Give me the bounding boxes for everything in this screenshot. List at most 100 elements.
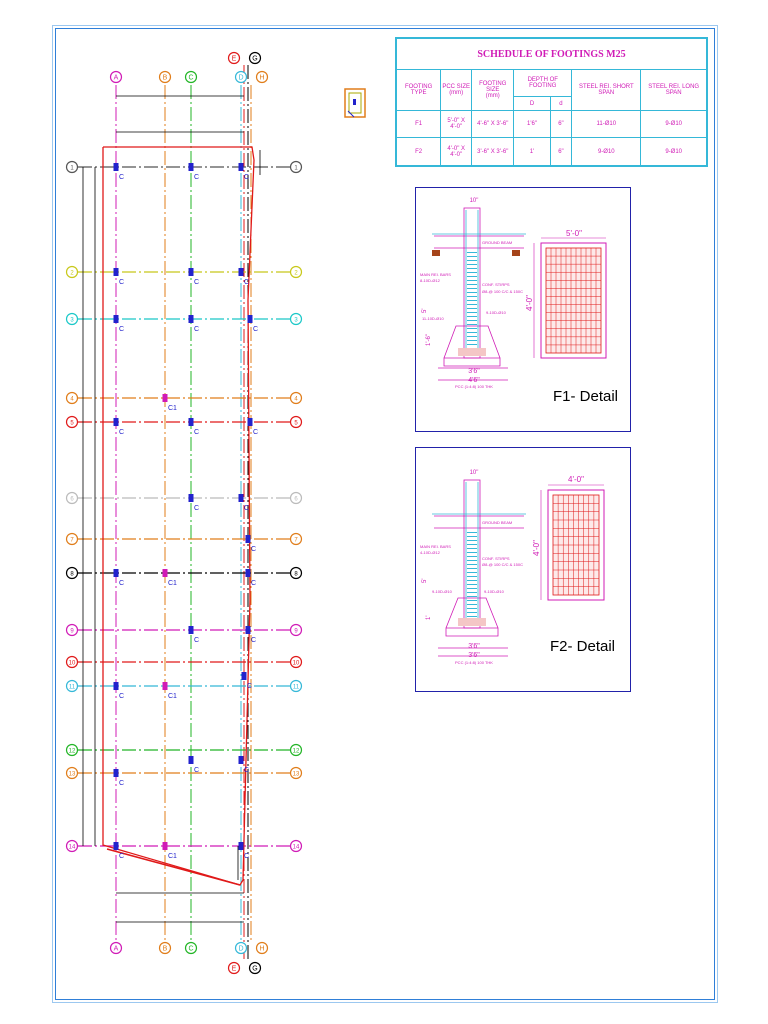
- stirrup: [467, 276, 477, 277]
- svg-text:5: 5: [294, 421, 298, 427]
- svg-text:11: 11: [293, 685, 300, 691]
- stirrup: [467, 332, 477, 333]
- svg-text:4: 4: [70, 397, 74, 403]
- f2-tag-stir: CONF. STIRPS: [482, 556, 510, 561]
- grid-bubble-row-7: 7: [65, 532, 79, 546]
- f1-top-dim: 10": [470, 198, 479, 204]
- f2-top-dim: 10": [470, 470, 479, 476]
- svg-text:8: 8: [70, 572, 74, 578]
- grid-bubble-row-10: 10: [289, 655, 303, 669]
- grid-bubble-row-9: 9: [65, 623, 79, 637]
- f1-detail-panel: 10" 5'-0" 4'-0" 3'6" 4'6" GROUND BEAM MA…: [415, 187, 631, 432]
- sheet-border: [52, 25, 718, 1003]
- stirrup: [467, 320, 477, 321]
- grid-bubble-col-c: C: [184, 941, 198, 955]
- svg-text:C: C: [244, 853, 249, 860]
- svg-text:A: A: [114, 946, 119, 953]
- stirrup: [467, 548, 477, 549]
- f1-plan-footing: [545, 247, 602, 354]
- f2-tag-main: MAIN REI. BARS: [420, 544, 451, 549]
- f2-side-dim: 5': [422, 579, 428, 583]
- svg-text:C: C: [244, 279, 249, 286]
- svg-text:6: 6: [70, 497, 74, 503]
- svg-text:D: D: [238, 75, 243, 82]
- svg-text:C: C: [119, 780, 124, 787]
- grid-bubble-col-g: G: [248, 51, 262, 65]
- grid-bubble-col-d: D: [234, 70, 248, 84]
- svg-text:5: 5: [70, 421, 74, 427]
- grid-bubble-row-2: 2: [289, 265, 303, 279]
- svg-text:C: C: [244, 767, 249, 774]
- svg-text:C: C: [251, 580, 256, 587]
- svg-text:3: 3: [70, 318, 74, 324]
- stirrup: [467, 300, 477, 301]
- grid-bubble-col-c: C: [184, 70, 198, 84]
- stirrup: [467, 316, 477, 317]
- stirrup: [467, 280, 477, 281]
- f2-tag-gb: GROUND BEAM: [482, 520, 512, 525]
- svg-text:9: 9: [294, 629, 298, 635]
- grid-bubble-row-14: 14: [65, 839, 79, 853]
- f2-tag-bot2: 9-10D-Ø10: [484, 589, 505, 594]
- stirrup: [467, 616, 477, 617]
- svg-text:C: C: [188, 946, 193, 953]
- svg-text:13: 13: [69, 772, 76, 778]
- stirrup: [467, 272, 477, 273]
- svg-text:C: C: [194, 174, 199, 181]
- grid-bubble-row-4: 4: [65, 391, 79, 405]
- column-footing-c1: C1: [162, 394, 177, 412]
- column-footing-c: C: [113, 268, 124, 286]
- stirrup: [467, 596, 477, 597]
- svg-text:C: C: [119, 693, 124, 700]
- f1-tag-bot2: 9-10D-Ø10: [486, 310, 507, 315]
- column-footing-c: C: [238, 163, 249, 181]
- f1-detail-label: F1- Detail: [553, 388, 619, 405]
- column-footing-c: C: [113, 163, 124, 181]
- f1-tag-main2: 8-10D-Ø12: [420, 278, 441, 283]
- stirrup: [467, 260, 477, 261]
- grid-bubble-row-12: 12: [289, 743, 303, 757]
- cell-short: 9-Ø10: [571, 137, 642, 167]
- stirrup: [467, 568, 477, 569]
- column-footing-c: C: [188, 163, 199, 181]
- cell-long: 9-Ø10: [640, 110, 708, 139]
- stirrup: [467, 592, 477, 593]
- svg-text:E: E: [232, 56, 237, 63]
- svg-text:9: 9: [70, 629, 74, 635]
- grid-bubble-row-1: 1: [65, 160, 79, 174]
- stirrup: [467, 552, 477, 553]
- f1-base-dim-1: 3'6": [468, 368, 480, 375]
- svg-text:C: C: [253, 429, 258, 436]
- svg-text:C: C: [119, 429, 124, 436]
- svg-text:C: C: [253, 326, 258, 333]
- f2-plan-outline: [547, 489, 605, 601]
- stirrup: [467, 328, 477, 329]
- f1-side-dim2: 1'-6": [426, 334, 432, 346]
- svg-text:C: C: [119, 326, 124, 333]
- svg-text:H: H: [259, 946, 264, 953]
- grid-bubble-col-g: G: [248, 961, 262, 975]
- stirrup: [467, 564, 477, 565]
- column-footing-c: C: [188, 494, 199, 512]
- f1-footing-base: [458, 348, 486, 356]
- cell-long: 9-Ø10: [640, 137, 708, 167]
- grid-bubble-row-6: 6: [289, 491, 303, 505]
- svg-text:B: B: [163, 946, 168, 953]
- grid-bubble-row-12: 12: [65, 743, 79, 757]
- f2-base-dim-1: 3'6": [468, 643, 480, 650]
- svg-text:12: 12: [69, 749, 76, 755]
- grid-bubble-row-3: 3: [289, 312, 303, 326]
- stirrup: [467, 304, 477, 305]
- cell-type: F1: [395, 110, 442, 139]
- grid-bubble-row-2: 2: [65, 265, 79, 279]
- svg-text:C: C: [119, 853, 124, 860]
- svg-text:7: 7: [70, 538, 74, 544]
- column-footing-c: C: [245, 569, 256, 587]
- grid-bubble-row-6: 6: [65, 491, 79, 505]
- svg-text:4: 4: [294, 397, 298, 403]
- grid-bubble-row-8: 8: [65, 566, 79, 580]
- cell-d: 6": [549, 137, 573, 167]
- stirrup: [467, 572, 477, 573]
- cell-pcc: 4'-0" X 4'-0": [440, 137, 473, 167]
- f1-side-dim: 5': [422, 309, 428, 313]
